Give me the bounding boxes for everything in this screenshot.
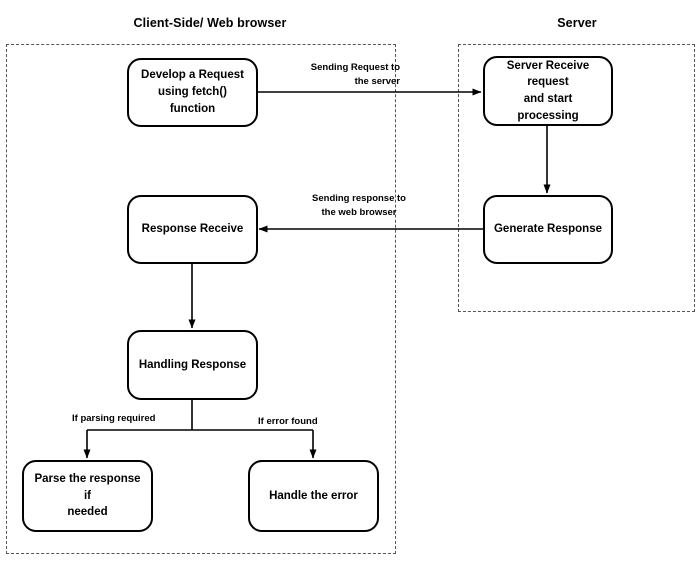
- node-server-receive-label: Server Receive request and start process…: [506, 59, 590, 122]
- swimlane-title-client: Client-Side/ Web browser: [133, 16, 287, 30]
- node-develop-request[interactable]: Develop a Request using fetch() function: [127, 58, 258, 127]
- node-handling-response[interactable]: Handling Response: [127, 330, 258, 400]
- swimlane-client: [6, 44, 396, 554]
- node-develop-request-label: Develop a Request using fetch() function: [141, 69, 244, 115]
- edge-label-if-parsing-required: If parsing required: [72, 413, 156, 424]
- node-handle-error[interactable]: Handle the error: [248, 460, 379, 532]
- edge-label-if-error-found: If error found: [258, 416, 318, 427]
- node-handling-response-label: Handling Response: [138, 358, 247, 371]
- edge-label-response-to-browser: Sending response to the web browser: [312, 193, 406, 218]
- swimlane-server: [458, 44, 695, 312]
- node-generate-response-label: Generate Response: [493, 223, 602, 236]
- node-parse-response[interactable]: Parse the response if needed: [22, 460, 153, 532]
- node-handle-error-label: Handle the error: [269, 489, 358, 502]
- node-response-receive[interactable]: Response Receive: [127, 195, 258, 264]
- node-response-receive-label: Response Receive: [141, 223, 244, 236]
- edge-label-request-to-server: Sending Request to the server: [310, 62, 400, 87]
- node-generate-response[interactable]: Generate Response: [483, 195, 613, 264]
- swimlane-title-server: Server: [557, 16, 597, 30]
- node-server-receive[interactable]: Server Receive request and start process…: [483, 56, 613, 126]
- node-parse-response-label: Parse the response if needed: [34, 472, 141, 519]
